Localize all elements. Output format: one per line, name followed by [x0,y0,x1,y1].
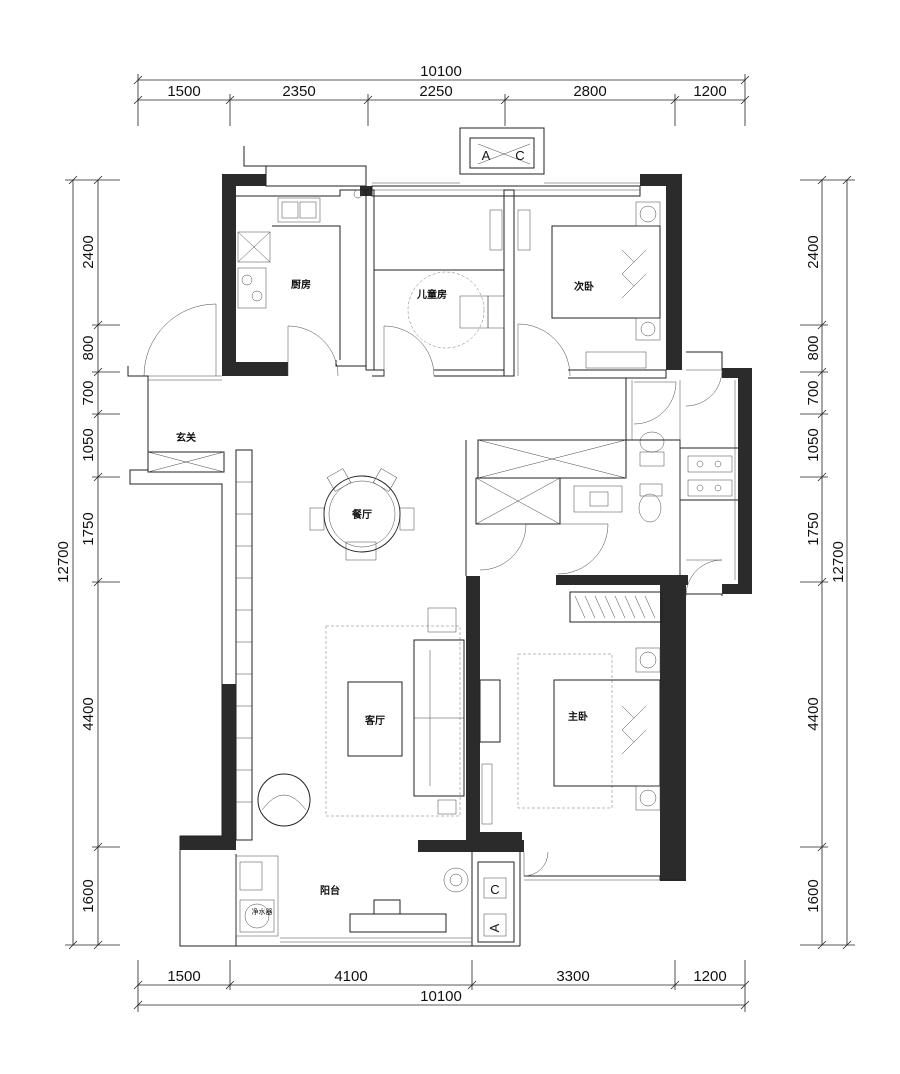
left-dimension-lines: 12700 2400 800 700 1050 1750 4400 1600 [55,175,120,950]
top-dimension-5: 1200 [693,83,726,100]
bottom-dimension-3: 3300 [556,968,589,985]
right-dimension-3: 700 [805,380,822,405]
right-total-dimension: 12700 [830,541,847,583]
master-bedroom-furniture [517,647,661,811]
room-label-dining: 餐厅 [351,508,372,521]
room-labels: 厨房 儿童房 次卧 玄关 餐厅 客厅 主卧 阳台 [176,278,594,897]
bottom-dimension-lines: 1500 4100 3300 1200 10100 [133,960,750,1012]
room-label-living: 客厅 [364,714,385,727]
right-dimension-4: 1050 [805,428,822,461]
top-dimension-2: 2350 [282,83,315,100]
ac-bottom-c-label: C [490,882,499,897]
ac-top-a-label: A [482,148,491,163]
equipment-labels: A C C A 净水器 [252,148,525,932]
top-dimension-4: 2800 [573,83,606,100]
wall-outlines [127,127,723,947]
room-label-kitchen: 厨房 [291,278,311,291]
bottom-total-dimension: 10100 [420,988,462,1005]
left-dimension-2: 800 [80,335,97,360]
windows [280,182,736,943]
left-dimension-6: 4400 [80,697,97,730]
right-dimension-7: 1600 [805,879,822,912]
room-label-master: 主卧 [568,710,588,723]
right-dimension-lines: 12700 2400 800 700 1050 1750 4400 1600 [800,175,855,950]
top-dimension-lines: 10100 1500 2350 2250 2800 1200 [133,63,750,126]
room-label-kids: 儿童房 [416,288,447,301]
bathroom-fixtures [573,431,733,523]
bottom-dimension-2: 4100 [334,968,367,985]
left-dimension-4: 1050 [80,428,97,461]
ac-top-c-label: C [515,148,524,163]
right-dimension-5: 1750 [805,512,822,545]
interior-partitions [147,189,738,946]
bedroom2-fixtures [551,201,661,369]
right-dimension-6: 4400 [805,697,822,730]
right-dimension-1: 2400 [805,235,822,268]
bottom-dimension-1: 1500 [167,968,200,985]
left-dimension-5: 1750 [80,512,97,545]
top-dimension-1: 1500 [167,83,200,100]
right-dimension-2: 800 [805,335,822,360]
left-dimension-1: 2400 [80,235,97,268]
room-label-bedroom2: 次卧 [574,280,594,293]
left-total-dimension: 12700 [55,541,72,583]
balcony-fixtures [235,855,515,943]
door-swings [143,303,723,877]
dining-table [309,468,415,561]
left-dimension-7: 1600 [80,879,97,912]
living-room-furniture [257,607,493,827]
top-total-dimension: 10100 [420,63,462,80]
water-heater-label: 净水器 [252,907,273,916]
structural-walls [180,174,752,881]
room-label-entrance: 玄关 [176,431,196,444]
left-dimension-3: 700 [80,380,97,405]
kids-room-fixtures [374,209,531,349]
bottom-dimension-4: 1200 [693,968,726,985]
room-label-balcony: 阳台 [320,884,340,897]
ac-bottom-a-label: A [487,923,502,932]
top-dimension-3: 2250 [419,83,452,100]
kitchen-fixtures [237,189,363,309]
